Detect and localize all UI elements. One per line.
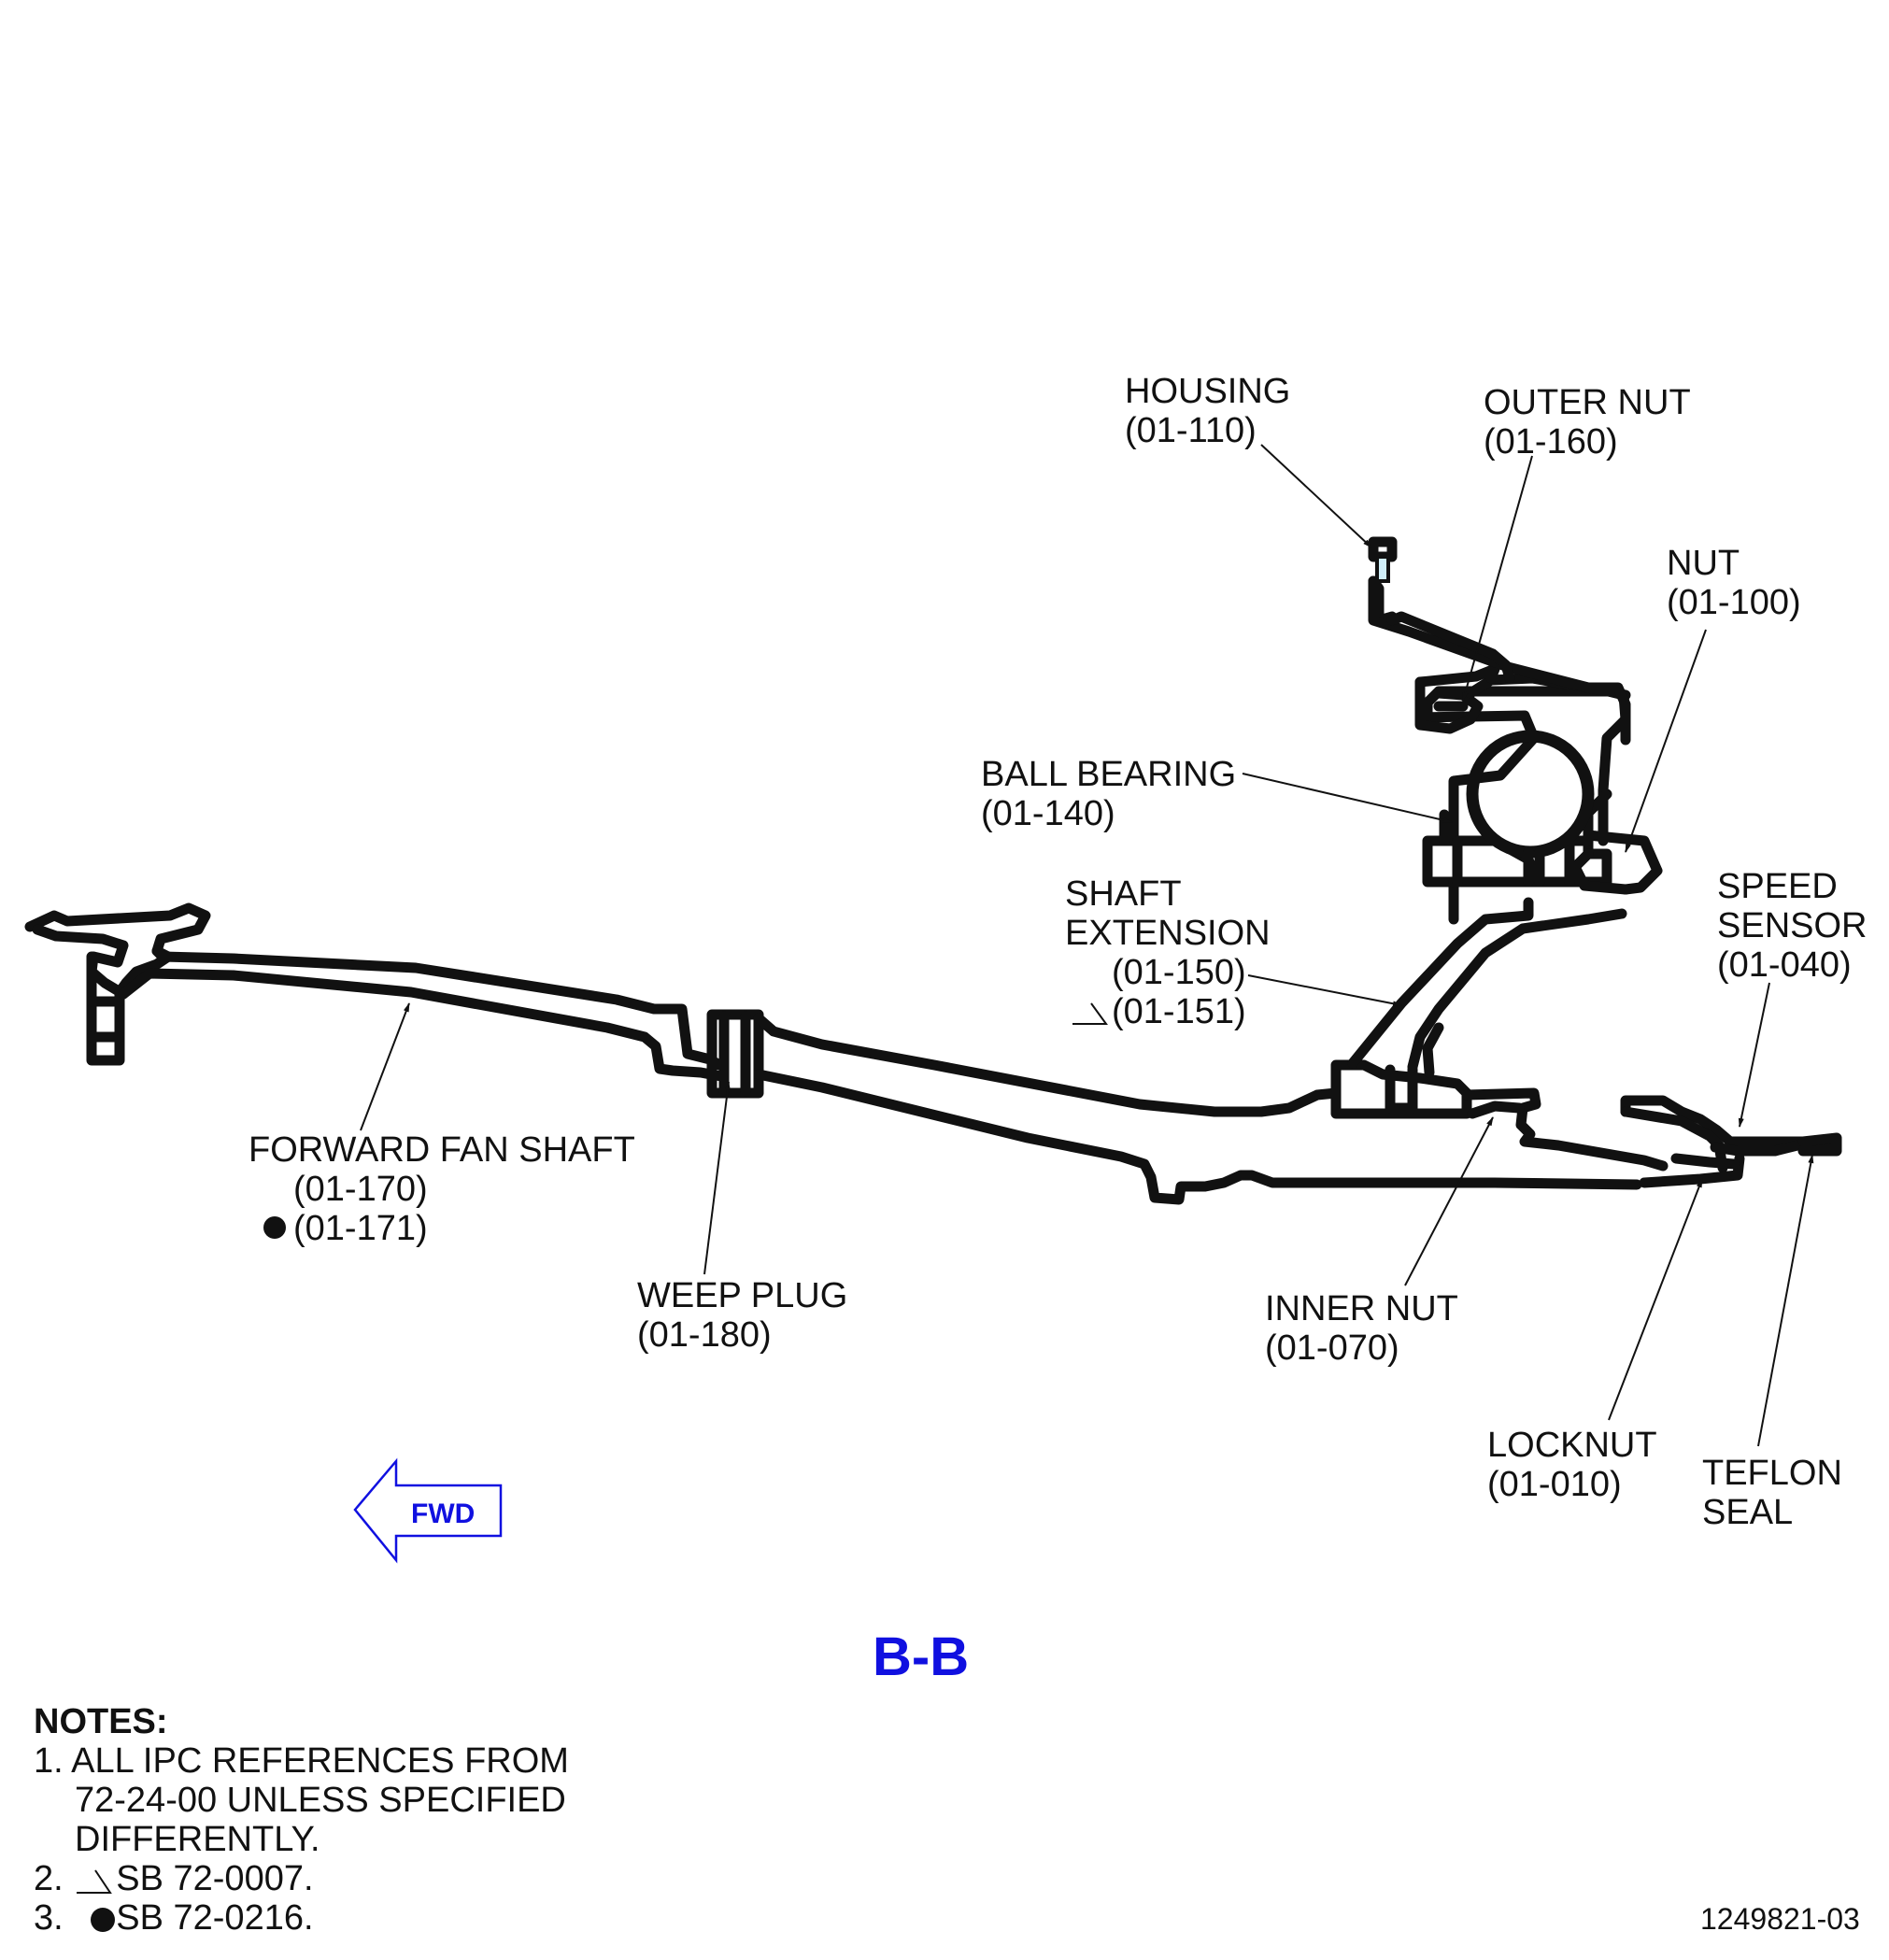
outer-nut-ref: (01-160) <box>1484 422 1618 462</box>
outer-nut-label: OUTER NUT (01-160) <box>1484 383 1691 462</box>
forward-fan-shaft-ref2: (01-171) <box>293 1209 428 1248</box>
speed-sensor-name1: SPEED <box>1717 867 1838 906</box>
shaft-extension-name1: SHAFT <box>1065 874 1182 914</box>
note-2-text: SB 72-0007. <box>116 1859 314 1898</box>
nut-name: NUT <box>1667 544 1740 583</box>
locknut-label: LOCKNUT (01-010) <box>1487 1426 1657 1504</box>
outer-nut-name: OUTER NUT <box>1484 383 1691 422</box>
ball-bearing-ref: (01-140) <box>981 794 1115 833</box>
speed-sensor-name2: SENSOR <box>1717 906 1868 945</box>
nut-ref: (01-100) <box>1667 583 1801 622</box>
note-1-line-1: 1. ALL IPC REFERENCES FROM <box>34 1741 569 1781</box>
forward-fan-shaft-leader <box>360 1002 410 1131</box>
document-number: 1249821-03 <box>1700 1902 1860 1936</box>
note-3: 3. SB 72-0216. <box>34 1898 569 1938</box>
sb-0007-flag-icon <box>77 1869 113 1894</box>
note-2-number: 2. <box>34 1859 64 1898</box>
inner-nut-label: INNER NUT (01-070) <box>1265 1289 1458 1368</box>
shaft-extension-label: SHAFT EXTENSION (01-150) (01-151) <box>1065 874 1271 1031</box>
housing-sensor-tube <box>1375 555 1390 583</box>
outer-nut-leader <box>1462 455 1533 702</box>
inner-nut-leader <box>1404 1116 1494 1286</box>
sb-0007-flag-icon <box>1072 1002 1108 1025</box>
nut-leader <box>1625 629 1707 853</box>
teflon-seal-name2: SEAL <box>1702 1493 1794 1532</box>
notes-block: NOTES: 1. ALL IPC REFERENCES FROM 72-24-… <box>34 1702 569 1938</box>
speed-sensor-label: SPEED SENSOR (01-040) <box>1717 867 1867 985</box>
weep-plug-label: WEEP PLUG (01-180) <box>637 1276 847 1355</box>
ball-bearing-name: BALL BEARING <box>981 755 1237 794</box>
note-1-line-2: 72-24-00 UNLESS SPECIFIED <box>75 1781 566 1820</box>
speed-sensor-leader <box>1738 982 1770 1128</box>
forward-fan-shaft-outline <box>24 536 1842 1205</box>
weep-plug-leader <box>703 1081 731 1275</box>
forward-fan-shaft-name: FORWARD FAN SHAFT <box>249 1130 635 1170</box>
note-3-number: 3. <box>34 1898 64 1938</box>
ball-bearing-label: BALL BEARING (01-140) <box>981 755 1236 833</box>
locknut-name: LOCKNUT <box>1487 1426 1657 1465</box>
leader-lines <box>360 444 1814 1447</box>
shaft-extension-ref1: (01-150) <box>1112 953 1246 992</box>
fwd-label: FWD <box>411 1498 476 1529</box>
sb-0216-bullet-icon <box>263 1216 286 1239</box>
note-3-text: SB 72-0216. <box>116 1898 314 1938</box>
sb-0216-bullet-icon <box>91 1907 116 1932</box>
inner-nut-ref: (01-070) <box>1265 1328 1399 1368</box>
locknut-ref: (01-010) <box>1487 1465 1622 1504</box>
ball-bearing-leader <box>1242 773 1453 823</box>
weep-plug-ref: (01-180) <box>637 1315 772 1355</box>
fwd-arrow-icon <box>353 1457 503 1564</box>
teflon-seal-leader <box>1757 1154 1814 1447</box>
note-2: 2. SB 72-0007. <box>34 1859 569 1898</box>
view-label: B-B <box>873 1626 970 1687</box>
shaft-extension-name2: EXTENSION <box>1065 914 1271 953</box>
inner-nut-name: INNER NUT <box>1265 1289 1458 1328</box>
nut-label: NUT (01-100) <box>1667 544 1801 622</box>
shaft-extension-ref2: (01-151) <box>1112 992 1246 1031</box>
teflon-seal-name1: TEFLON <box>1702 1454 1842 1493</box>
housing-ref: (01-110) <box>1125 411 1257 450</box>
forward-fan-shaft-ref1: (01-170) <box>293 1170 428 1209</box>
forward-fan-shaft-label: FORWARD FAN SHAFT (01-170) (01-171) <box>249 1130 635 1248</box>
notes-heading: NOTES: <box>34 1702 168 1741</box>
weep-plug-name: WEEP PLUG <box>637 1276 848 1315</box>
speed-sensor-ref: (01-040) <box>1717 945 1852 985</box>
locknut-leader <box>1608 1178 1703 1421</box>
housing-leader <box>1260 444 1372 548</box>
note-1-line-3: DIFFERENTLY. <box>75 1820 320 1859</box>
housing-name: HOUSING <box>1125 372 1291 411</box>
teflon-seal-label: TEFLON SEAL <box>1702 1454 1842 1532</box>
housing-label: HOUSING (01-110) <box>1125 372 1290 450</box>
shaft-extension-leader <box>1247 974 1402 1007</box>
